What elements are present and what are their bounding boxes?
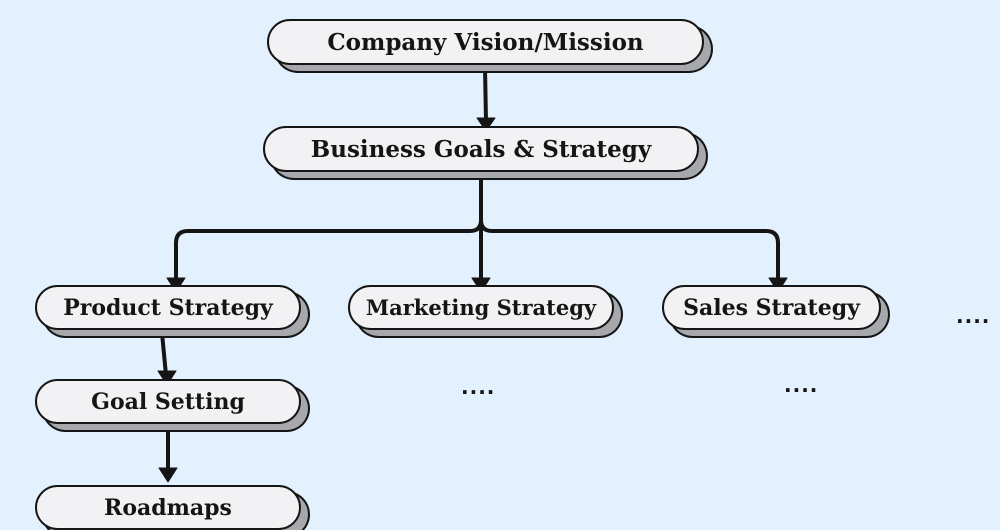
ellipsis-under-marketing: .... bbox=[461, 375, 496, 399]
node-roadmaps: Roadmaps bbox=[35, 485, 301, 530]
arrowhead-vision-business bbox=[476, 117, 496, 132]
node-goal-setting: Goal Setting bbox=[35, 379, 301, 424]
ellipsis-under-sales: .... bbox=[784, 373, 819, 397]
connector-layer bbox=[157, 66, 788, 483]
ellipsis-right-of-sales: .... bbox=[956, 304, 991, 328]
arrowhead-product-goal bbox=[157, 370, 177, 386]
node-company-vision-mission: Company Vision/Mission bbox=[267, 19, 704, 65]
node-product-strategy: Product Strategy bbox=[35, 285, 301, 330]
edge-business-trunk bbox=[174, 174, 483, 283]
node-marketing-strategy: Marketing Strategy bbox=[348, 285, 614, 330]
node-sales-strategy: Sales Strategy bbox=[662, 285, 881, 330]
node-business-goals-strategy: Business Goals & Strategy bbox=[263, 126, 699, 172]
edge-business-sales bbox=[479, 218, 780, 283]
edge-vision-business bbox=[483, 66, 488, 123]
arrowhead-goal-roadmaps bbox=[158, 467, 178, 483]
edge-product-goal bbox=[160, 331, 168, 377]
